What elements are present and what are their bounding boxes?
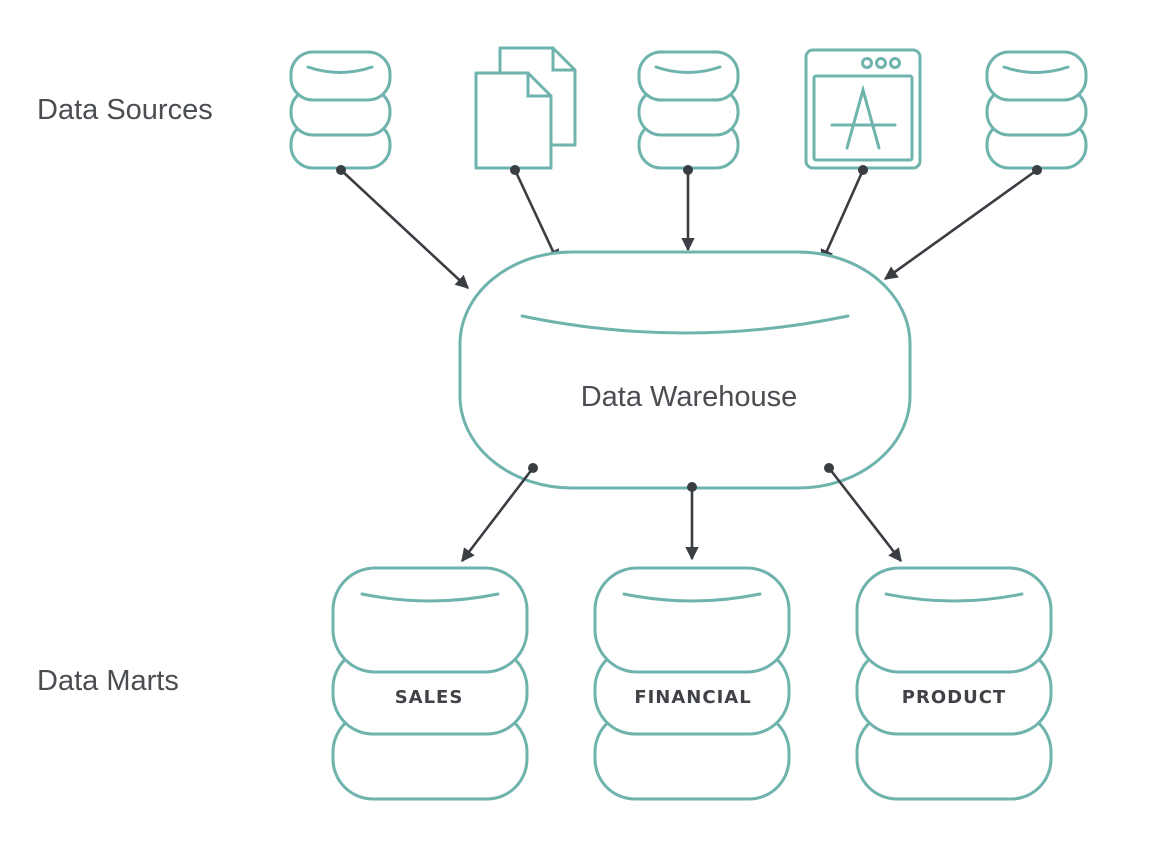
data-mart-product: PRODUCT (855, 566, 1053, 801)
warehouse-label: Data Warehouse (581, 381, 798, 413)
arrow-dot (858, 165, 868, 175)
mart-label-sales: SALES (395, 687, 464, 708)
source-application-window-icon (804, 48, 922, 170)
data-marts-label: Data Marts (37, 665, 179, 697)
warehouse-rim (520, 314, 850, 335)
arrow-source-1 (340, 169, 469, 289)
arrow-source-5 (883, 168, 1038, 281)
arrow-dot (510, 165, 520, 175)
arrow-dot (1032, 165, 1042, 175)
data-warehouse-node: Data Warehouse (458, 250, 912, 490)
data-mart-financial: FINANCIAL (593, 566, 791, 801)
source-database-icon (985, 50, 1088, 170)
mart-label-financial: FINANCIAL (634, 687, 751, 708)
warehouse-cylinder (458, 250, 912, 490)
source-database-icon (289, 50, 392, 170)
mart-label-product: PRODUCT (902, 687, 1006, 708)
source-database-icon (637, 50, 740, 170)
arrow-source-4 (820, 169, 865, 264)
source-documents-icon (474, 46, 577, 170)
arrow-dot (683, 165, 693, 175)
data-sources-label: Data Sources (37, 94, 213, 126)
arrow-mart-product (827, 467, 903, 563)
arrow-dot (528, 463, 538, 473)
data-mart-sales: SALES (331, 566, 529, 801)
source-arrows (336, 165, 1042, 289)
arrow-dot (687, 482, 697, 492)
arrow-dot (824, 463, 834, 473)
arrow-mart-sales (460, 467, 535, 563)
mart-arrows (460, 463, 903, 563)
arrow-dot (336, 165, 346, 175)
arrow-source-2 (513, 169, 560, 264)
